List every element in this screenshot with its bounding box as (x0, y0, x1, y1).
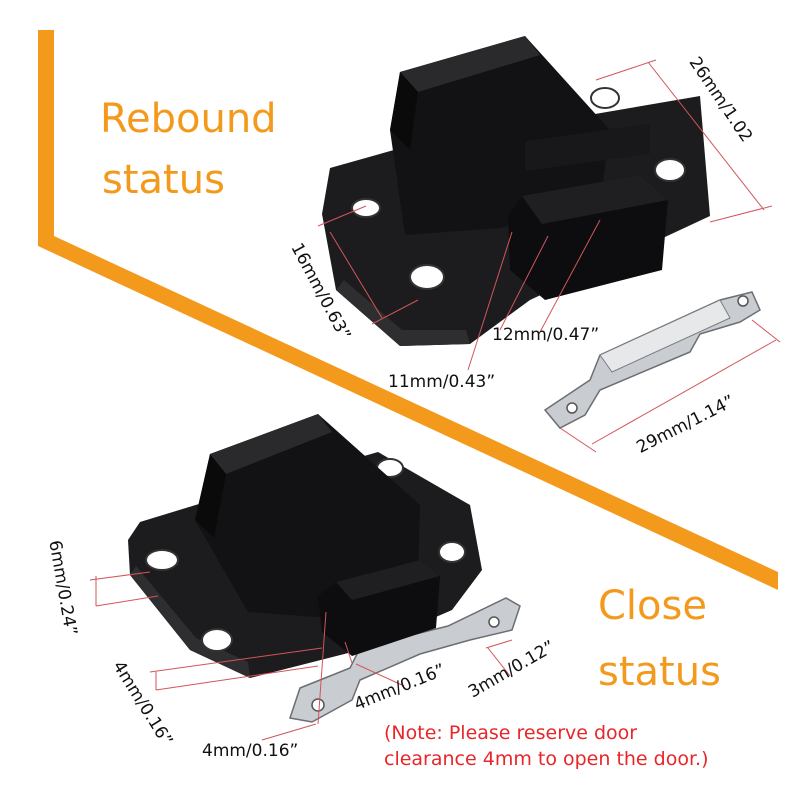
bottom-mount-hole-4 (438, 541, 466, 563)
dim-top-latch-depth: 11mm/0.43” (388, 372, 496, 392)
top-mount-hole-4 (654, 158, 686, 182)
rebound-latch-image (322, 36, 710, 346)
rebound-status-line1: Rebound (100, 96, 277, 142)
top-strike-plate (543, 291, 761, 429)
dim-top-latch-width: 12mm/0.47” (492, 325, 600, 345)
bottom-latch-housing (195, 414, 420, 618)
bottom-strike-plate (289, 597, 521, 723)
close-status-line2: status (598, 649, 721, 695)
top-mount-hole-3 (590, 87, 620, 109)
bottom-mount-hole-2 (201, 628, 233, 652)
close-latch-image (128, 414, 521, 723)
dim-bottom-base: 4mm/0.16” (202, 741, 299, 761)
top-latch-housing (390, 36, 610, 235)
top-mount-hole-1 (351, 198, 381, 218)
clearance-note-line2: clearance 4mm to open the door.) (384, 748, 709, 770)
bottom-mount-hole-1 (145, 549, 179, 571)
close-status-line1: Close (598, 583, 707, 629)
orange-divider-band (38, 30, 778, 590)
top-mount-hole-2 (409, 264, 445, 290)
dimension-lines (89, 59, 781, 741)
rebound-status-line2: status (102, 157, 225, 203)
clearance-note-line1: (Note: Please reserve door (384, 722, 638, 744)
